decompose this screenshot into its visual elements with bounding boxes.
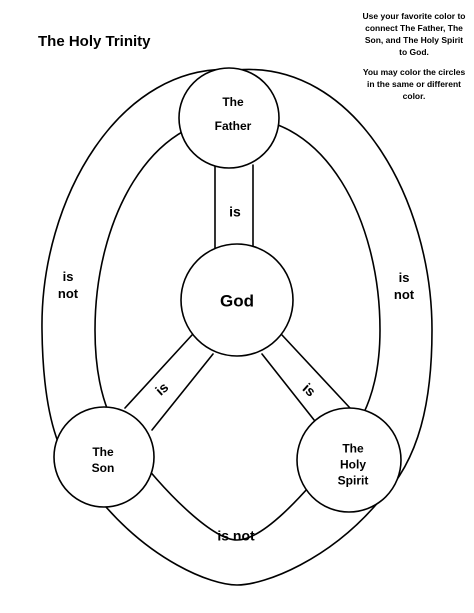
son-god-band-lower bbox=[151, 353, 214, 431]
father-label-line-1: The bbox=[222, 94, 244, 109]
son-spirit-connector-label: is not bbox=[217, 527, 255, 544]
son-label-line-1: The bbox=[92, 444, 114, 459]
son-circle[interactable] bbox=[53, 406, 155, 508]
spirit-god-band-upper bbox=[281, 334, 351, 409]
spirit-circle[interactable] bbox=[296, 407, 402, 513]
father-son-connector-line-1: is bbox=[62, 269, 74, 285]
spirit-god-band-lower bbox=[261, 353, 323, 431]
father-circle[interactable] bbox=[178, 67, 280, 169]
father-god-connector-label: is bbox=[229, 203, 241, 220]
son-label-line-2: Son bbox=[91, 461, 115, 475]
instructions: Use your favorite color to connect The F… bbox=[360, 10, 468, 110]
page-title: The Holy Trinity bbox=[38, 33, 151, 50]
father-spirit-connector-line-1: is bbox=[398, 270, 410, 286]
outer-band-inner-edge bbox=[94, 117, 381, 541]
instructions-paragraph-2: You may color the circles in the same or… bbox=[362, 67, 466, 101]
father-label: The Father bbox=[215, 94, 252, 134]
spirit-label-line-3: Spirit bbox=[337, 474, 369, 489]
god-circle[interactable] bbox=[180, 243, 294, 357]
god-label: God bbox=[220, 291, 254, 311]
father-spirit-connector-label: is not bbox=[394, 270, 414, 304]
father-son-connector-label: is not bbox=[58, 269, 78, 303]
son-label: The Son bbox=[92, 444, 115, 476]
instructions-paragraph-1: Use your favorite color to connect The F… bbox=[362, 11, 466, 57]
father-son-connector-line-2: not bbox=[57, 286, 79, 301]
son-god-band-upper bbox=[124, 334, 193, 409]
spirit-label: The Holy Spirit bbox=[338, 441, 369, 490]
father-spirit-connector-line-2: not bbox=[393, 287, 415, 302]
spirit-label-line-2: Holy bbox=[339, 457, 367, 472]
spirit-label-line-1: The bbox=[342, 441, 364, 456]
father-label-line-2: Father bbox=[214, 119, 252, 133]
outer-band-outer-edge bbox=[41, 68, 433, 586]
